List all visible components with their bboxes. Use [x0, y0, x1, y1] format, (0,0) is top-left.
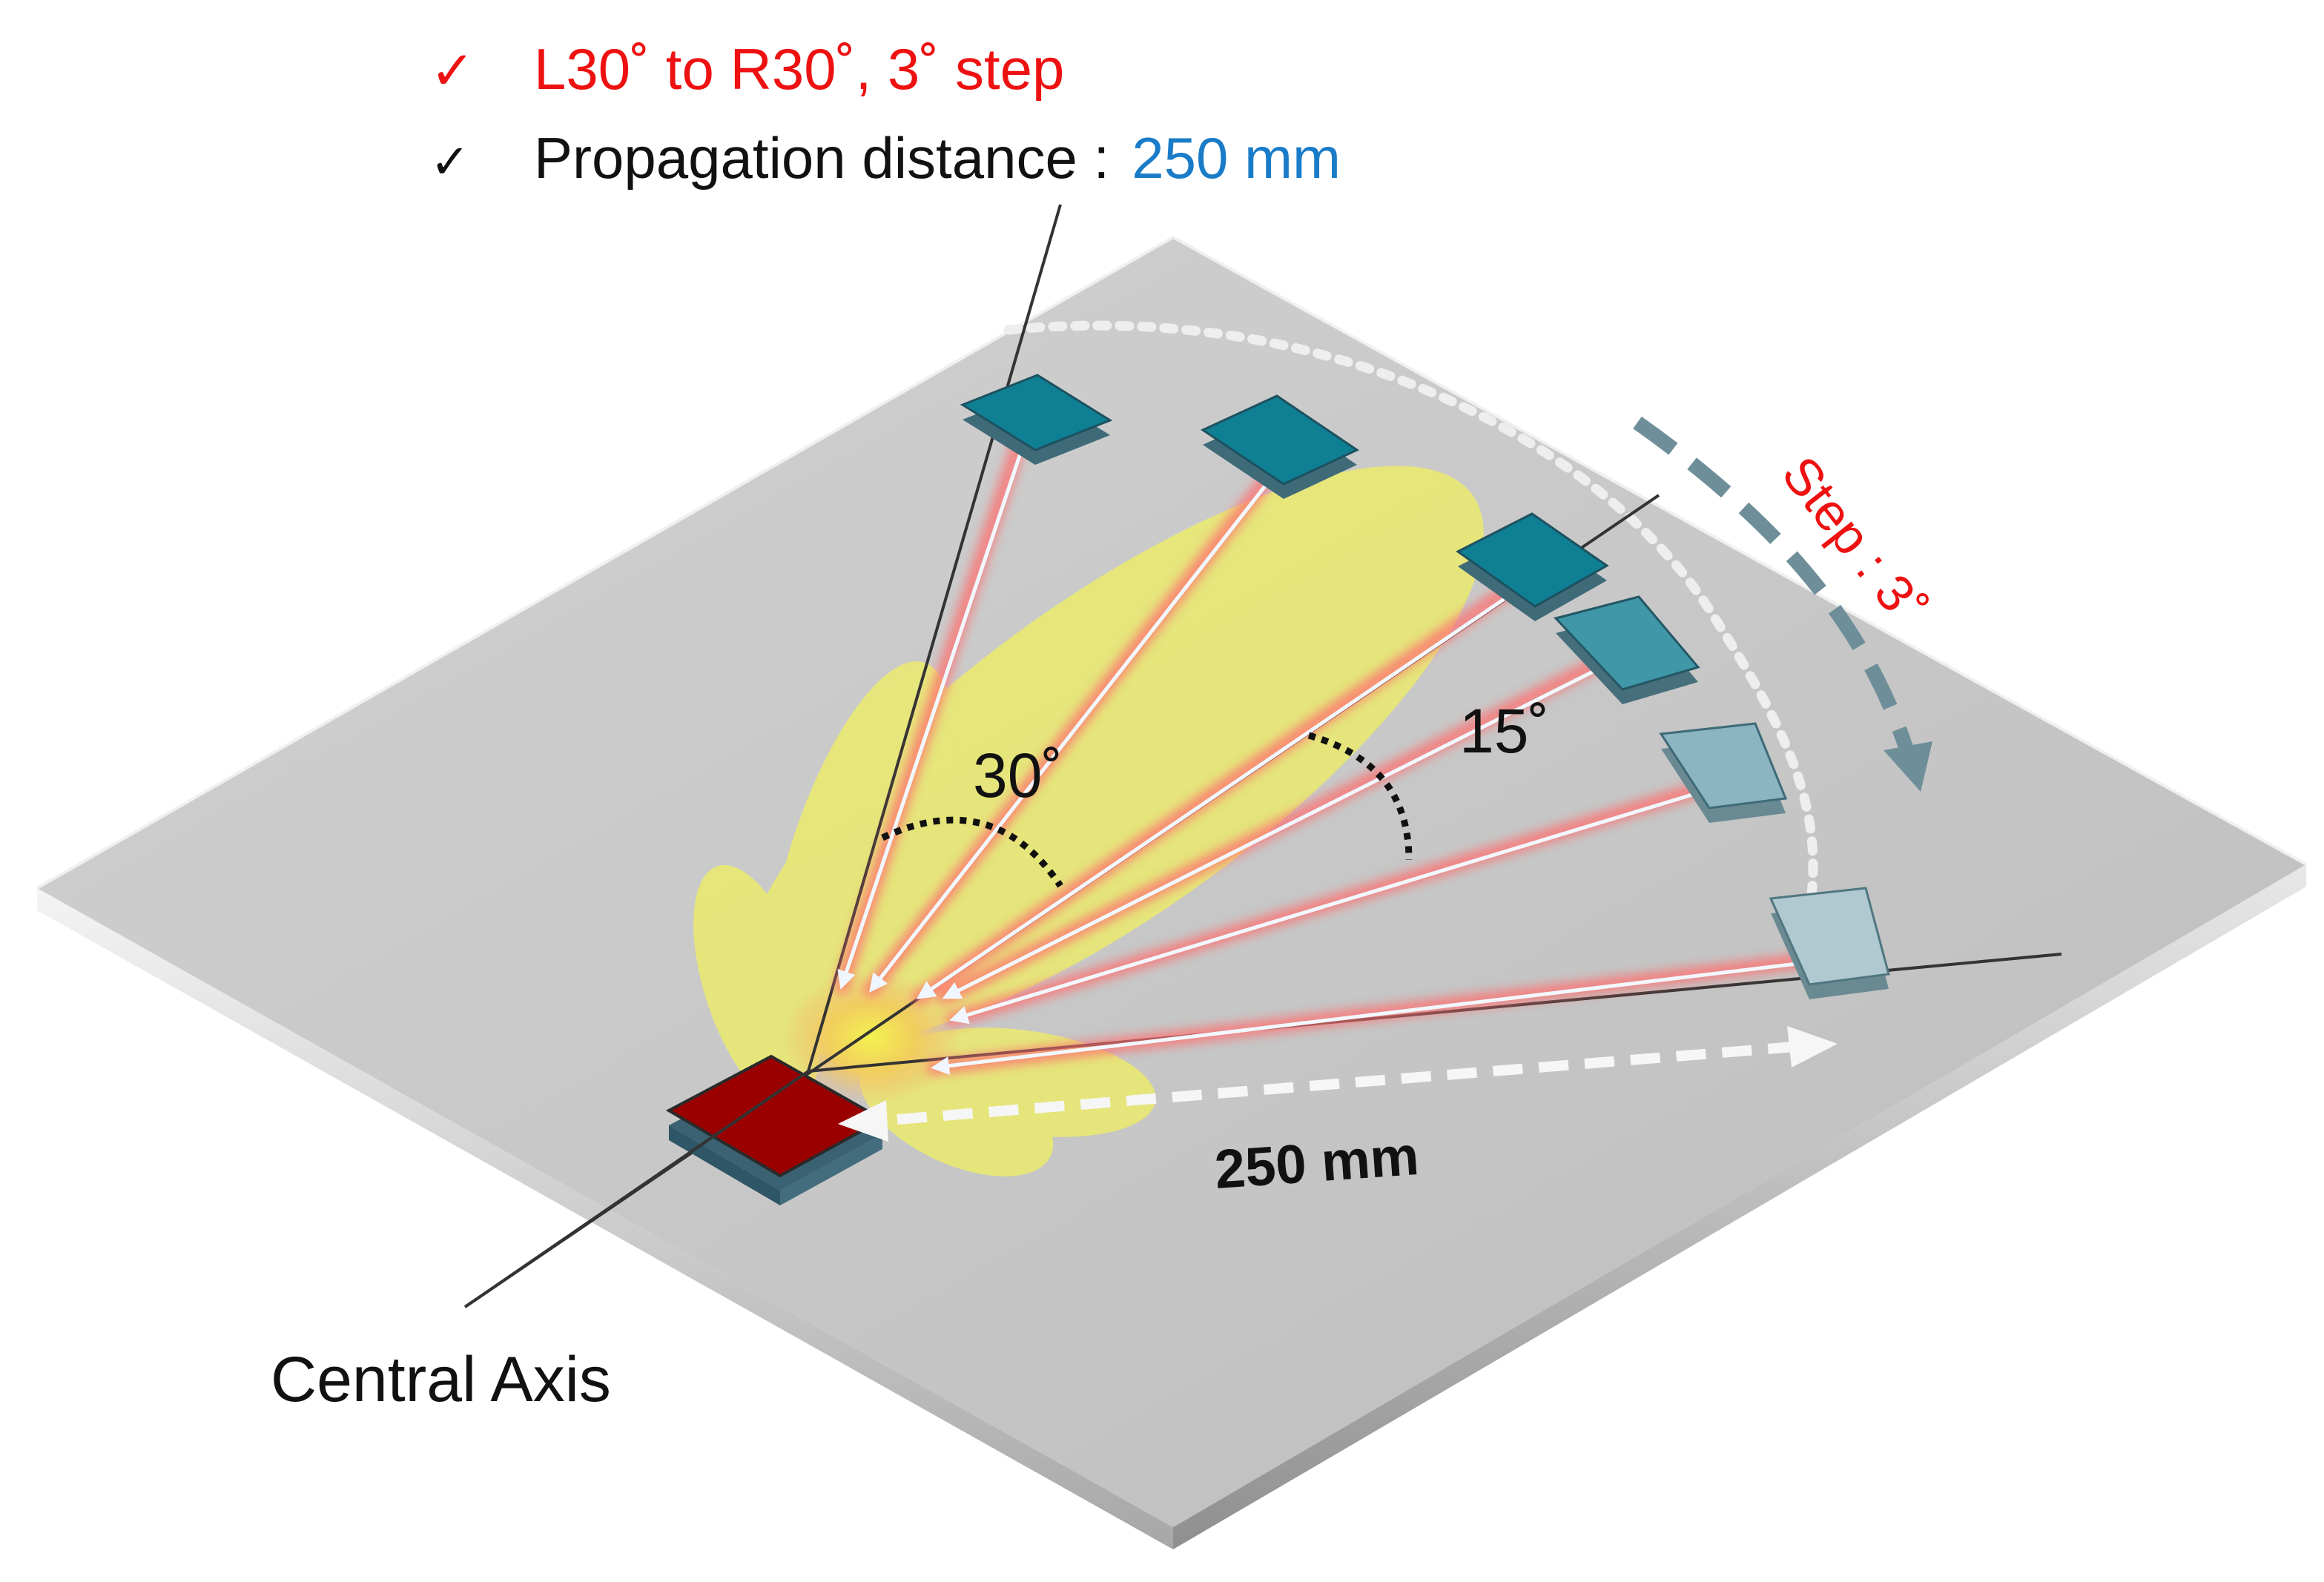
- angle-arc-15: [1307, 732, 1413, 861]
- step-arrow: [1633, 416, 1932, 792]
- beam-arrow: [868, 462, 1284, 993]
- header-line-1: L30˚ to R30˚, 3˚ step: [534, 36, 1064, 102]
- check-icon: ✓: [430, 135, 470, 188]
- angle-label-30: 30˚: [973, 741, 1063, 810]
- receiver-block: [1659, 722, 1788, 823]
- receiver-block: [1200, 394, 1360, 499]
- receiver-block: [1769, 887, 1890, 999]
- beam-arrow: [931, 960, 1810, 1076]
- receiver-block: [960, 374, 1113, 465]
- central-axis-line: [463, 1070, 810, 1308]
- receiver-block: [1456, 512, 1609, 621]
- beam-arrows: [837, 433, 1810, 1076]
- central-axis-label: Central Axis: [271, 1344, 611, 1415]
- transmitter-block: [665, 1054, 886, 1205]
- check-icon: ✓: [430, 42, 475, 101]
- angle-label-15: 15˚: [1459, 696, 1549, 766]
- propagation-label: Propagation distance :: [534, 125, 1109, 191]
- beam-arrow: [949, 790, 1703, 1025]
- receiver-arc: [1003, 320, 1818, 917]
- distance-arrow: [838, 1026, 1838, 1142]
- beam-arrow: [942, 661, 1611, 999]
- beam-arrow: [837, 433, 1029, 990]
- beam-arrow: [916, 583, 1525, 999]
- distance-label: 250 mm: [1212, 1125, 1421, 1200]
- header-line-2: Propagation distance : 250 mm: [534, 125, 1341, 191]
- propagation-value: 250 mm: [1132, 125, 1341, 191]
- receiver-block: [1554, 595, 1700, 704]
- angle-arc-30: [881, 816, 1063, 888]
